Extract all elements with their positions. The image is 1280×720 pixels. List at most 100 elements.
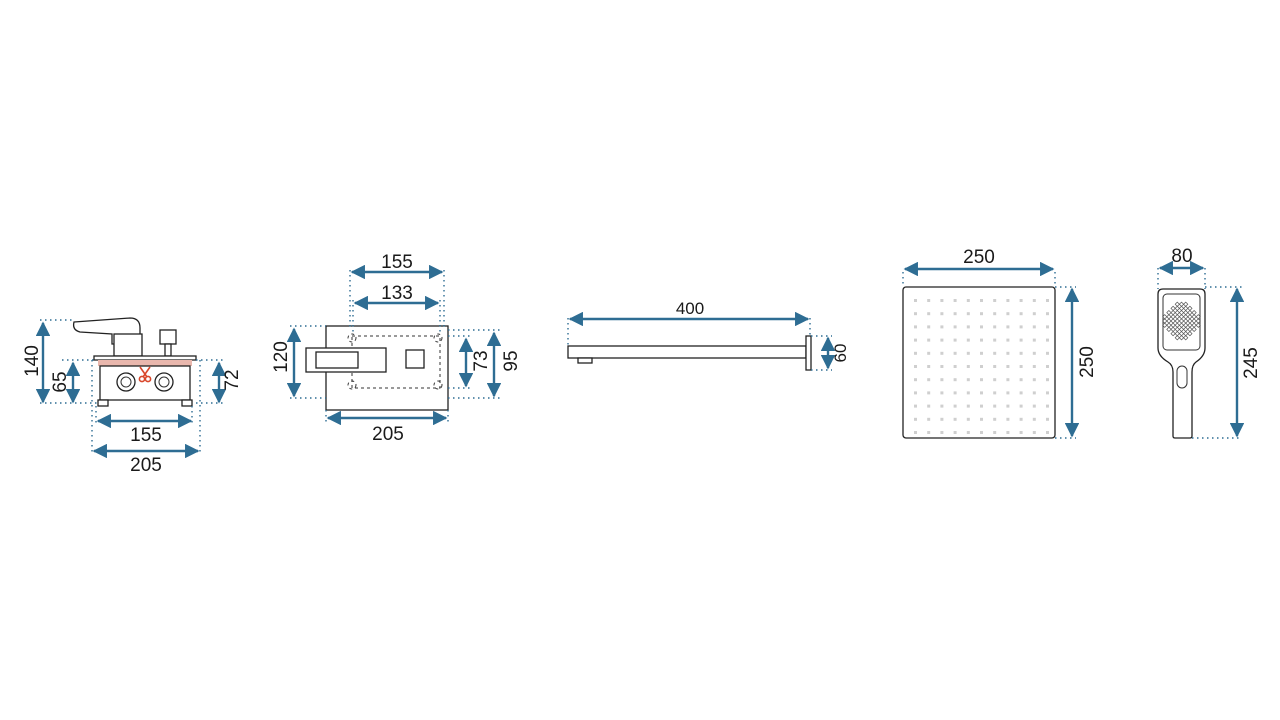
dim-mixer-side-width-inner: 155 <box>130 425 162 446</box>
spray-nozzle <box>1162 322 1168 328</box>
nozzle <box>940 431 944 434</box>
nozzle <box>927 299 931 302</box>
mixer-side-view: 140 65 72 155 205 <box>22 317 243 476</box>
spray-nozzle <box>1170 318 1176 324</box>
nozzle <box>980 417 983 421</box>
nozzle <box>993 325 997 329</box>
nozzle <box>980 431 983 434</box>
nozzle <box>927 391 931 395</box>
nozzle <box>1006 365 1010 368</box>
rain-head-plate <box>902 286 1056 439</box>
dim-mixer-front-height-inner: 73 <box>471 350 492 371</box>
nozzle <box>980 338 983 342</box>
spray-nozzle <box>1178 305 1185 312</box>
nozzle <box>1019 404 1023 408</box>
nozzle <box>940 325 944 329</box>
mixer-handle-body <box>113 333 143 357</box>
nozzle <box>1032 417 1036 421</box>
nozzle <box>966 325 970 329</box>
nozzle <box>993 431 997 434</box>
front-plate <box>325 325 449 411</box>
nozzle <box>1019 299 1023 302</box>
nozzle <box>1032 351 1036 355</box>
dim-rain-head-height: 250 <box>1077 346 1098 378</box>
nozzle <box>953 365 957 368</box>
spray-nozzle <box>1183 326 1189 333</box>
diverter-stem <box>164 343 172 357</box>
spray-nozzle <box>1183 301 1189 307</box>
spray-nozzle <box>1183 309 1189 316</box>
nozzle <box>940 312 944 316</box>
nozzle <box>1006 378 1010 382</box>
dim-mixer-front-width-bottom: 205 <box>372 424 404 445</box>
spray-nozzle <box>1195 314 1201 320</box>
nozzle <box>940 417 944 421</box>
nozzle <box>993 365 997 368</box>
nozzle <box>953 378 957 382</box>
spray-face <box>1162 293 1201 351</box>
nozzle <box>1032 338 1036 342</box>
spray-nozzle <box>1166 322 1172 328</box>
spray-nozzle <box>1174 314 1180 320</box>
nozzle <box>1006 338 1010 342</box>
nozzle <box>1032 391 1036 395</box>
nozzle <box>993 351 997 355</box>
diverter-knob <box>159 329 177 345</box>
front-diverter <box>405 349 425 369</box>
nozzle <box>914 378 917 382</box>
nozzle <box>993 338 997 342</box>
nozzle <box>966 378 970 382</box>
nozzle <box>914 365 917 368</box>
wall-flange <box>805 335 812 371</box>
spray-nozzle <box>1187 305 1193 312</box>
nozzle <box>1019 378 1023 382</box>
spray-nozzle <box>1183 322 1189 328</box>
nozzle <box>914 299 917 302</box>
nozzle <box>1046 431 1049 434</box>
nozzle <box>980 378 983 382</box>
nozzle <box>1019 365 1023 368</box>
nozzle <box>1046 299 1049 302</box>
nozzle <box>993 417 997 421</box>
nozzle <box>927 431 931 434</box>
mixer-front-view: 155 133 120 73 95 205 <box>271 252 522 445</box>
nozzle <box>1019 351 1023 355</box>
spray-nozzle-pattern <box>1162 301 1201 341</box>
nozzle <box>993 378 997 382</box>
dim-hand-shower-width: 80 <box>1171 246 1192 267</box>
nozzle <box>1006 351 1010 355</box>
nozzle <box>1032 299 1036 302</box>
box-port-right <box>154 372 174 392</box>
spray-nozzle <box>1187 309 1193 316</box>
nozzle <box>966 404 970 408</box>
spray-nozzle <box>1183 335 1189 341</box>
nozzle <box>940 365 944 368</box>
nozzle <box>914 312 917 316</box>
nozzle <box>953 325 957 329</box>
nozzle <box>940 351 944 355</box>
nozzle <box>1046 417 1049 421</box>
spray-nozzle <box>1170 326 1176 333</box>
shower-arm <box>567 345 807 359</box>
box-foot-left <box>97 399 109 407</box>
nozzle <box>1019 417 1023 421</box>
spray-nozzle <box>1170 322 1176 328</box>
spray-nozzle <box>1174 305 1180 312</box>
shower-arm-view: 400 60 <box>567 299 850 371</box>
spray-nozzle <box>1170 330 1176 337</box>
spray-nozzle <box>1187 330 1193 337</box>
spray-nozzle <box>1183 330 1189 337</box>
nozzle <box>914 351 917 355</box>
nozzle <box>927 351 931 355</box>
spray-nozzle <box>1170 314 1176 320</box>
spray-nozzle <box>1187 326 1193 333</box>
nozzle <box>1019 391 1023 395</box>
spray-nozzle <box>1178 322 1185 328</box>
nozzle <box>914 391 917 395</box>
nozzle <box>953 338 957 342</box>
nozzle <box>1032 365 1036 368</box>
nozzle <box>927 417 931 421</box>
nozzle <box>953 417 957 421</box>
nozzle <box>1032 378 1036 382</box>
